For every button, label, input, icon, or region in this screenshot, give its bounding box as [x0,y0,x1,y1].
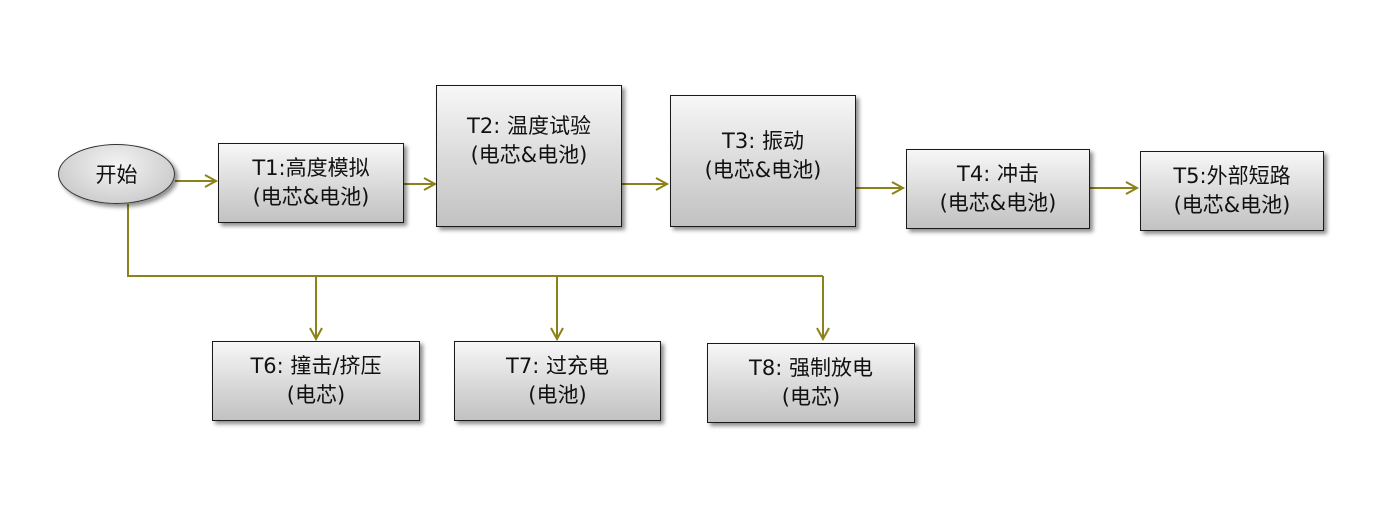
node-t1-altitude-simulation: T1:高度模拟 (电芯&电池) [218,143,404,223]
start-node: 开始 [58,144,175,204]
node-t3-scope: (电芯&电池) [704,158,822,182]
connector-start-branch [127,204,823,277]
node-t4-title: T4: 冲击 [957,162,1039,186]
node-t7-title: T7: 过充电 [506,354,609,378]
arrow-branch-t7 [550,327,564,342]
node-t3-title: T3: 振动 [722,129,804,153]
start-label: 开始 [95,163,138,187]
node-t5-scope: (电芯&电池) [1173,193,1291,217]
node-t6-scope: (电芯) [286,383,346,407]
node-t5-title: T5:外部短路 [1173,164,1291,188]
node-t2-scope: (电芯&电池) [470,143,588,167]
node-t8-forced-discharge: T8: 强制放电 (电芯) [707,343,915,423]
arrow-t2-t3 [655,177,670,191]
arrow-t1-t2 [423,177,438,191]
node-t8-title: T8: 强制放电 [749,356,873,380]
node-t2-title: T2: 温度试验 [467,114,591,138]
arrow-t4-t5 [1125,181,1140,195]
arrow-branch-t6 [309,327,323,342]
node-t6-impact-crush: T6: 撞击/挤压 (电芯) [212,341,420,421]
node-t1-scope: (电芯&电池) [252,185,370,209]
node-t7-scope: (电池) [528,383,587,407]
arrow-start-t1 [204,174,219,188]
node-t1-title: T1:高度模拟 [252,156,370,180]
node-t4-scope: (电芯&电池) [939,191,1057,215]
node-t3-vibration: T3: 振动 (电芯&电池) [670,95,856,227]
node-t8-scope: (电芯) [781,385,841,409]
node-t7-overcharge: T7: 过充电 (电池) [454,341,661,421]
arrow-branch-t8 [816,327,830,342]
node-t5-external-short-circuit: T5:外部短路 (电芯&电池) [1140,151,1324,231]
node-t2-thermal-test: T2: 温度试验 (电芯&电池) [436,85,622,227]
arrow-t3-t4 [891,181,906,195]
node-t6-title: T6: 撞击/挤压 [250,354,382,378]
node-t4-shock: T4: 冲击 (电芯&电池) [906,149,1090,229]
